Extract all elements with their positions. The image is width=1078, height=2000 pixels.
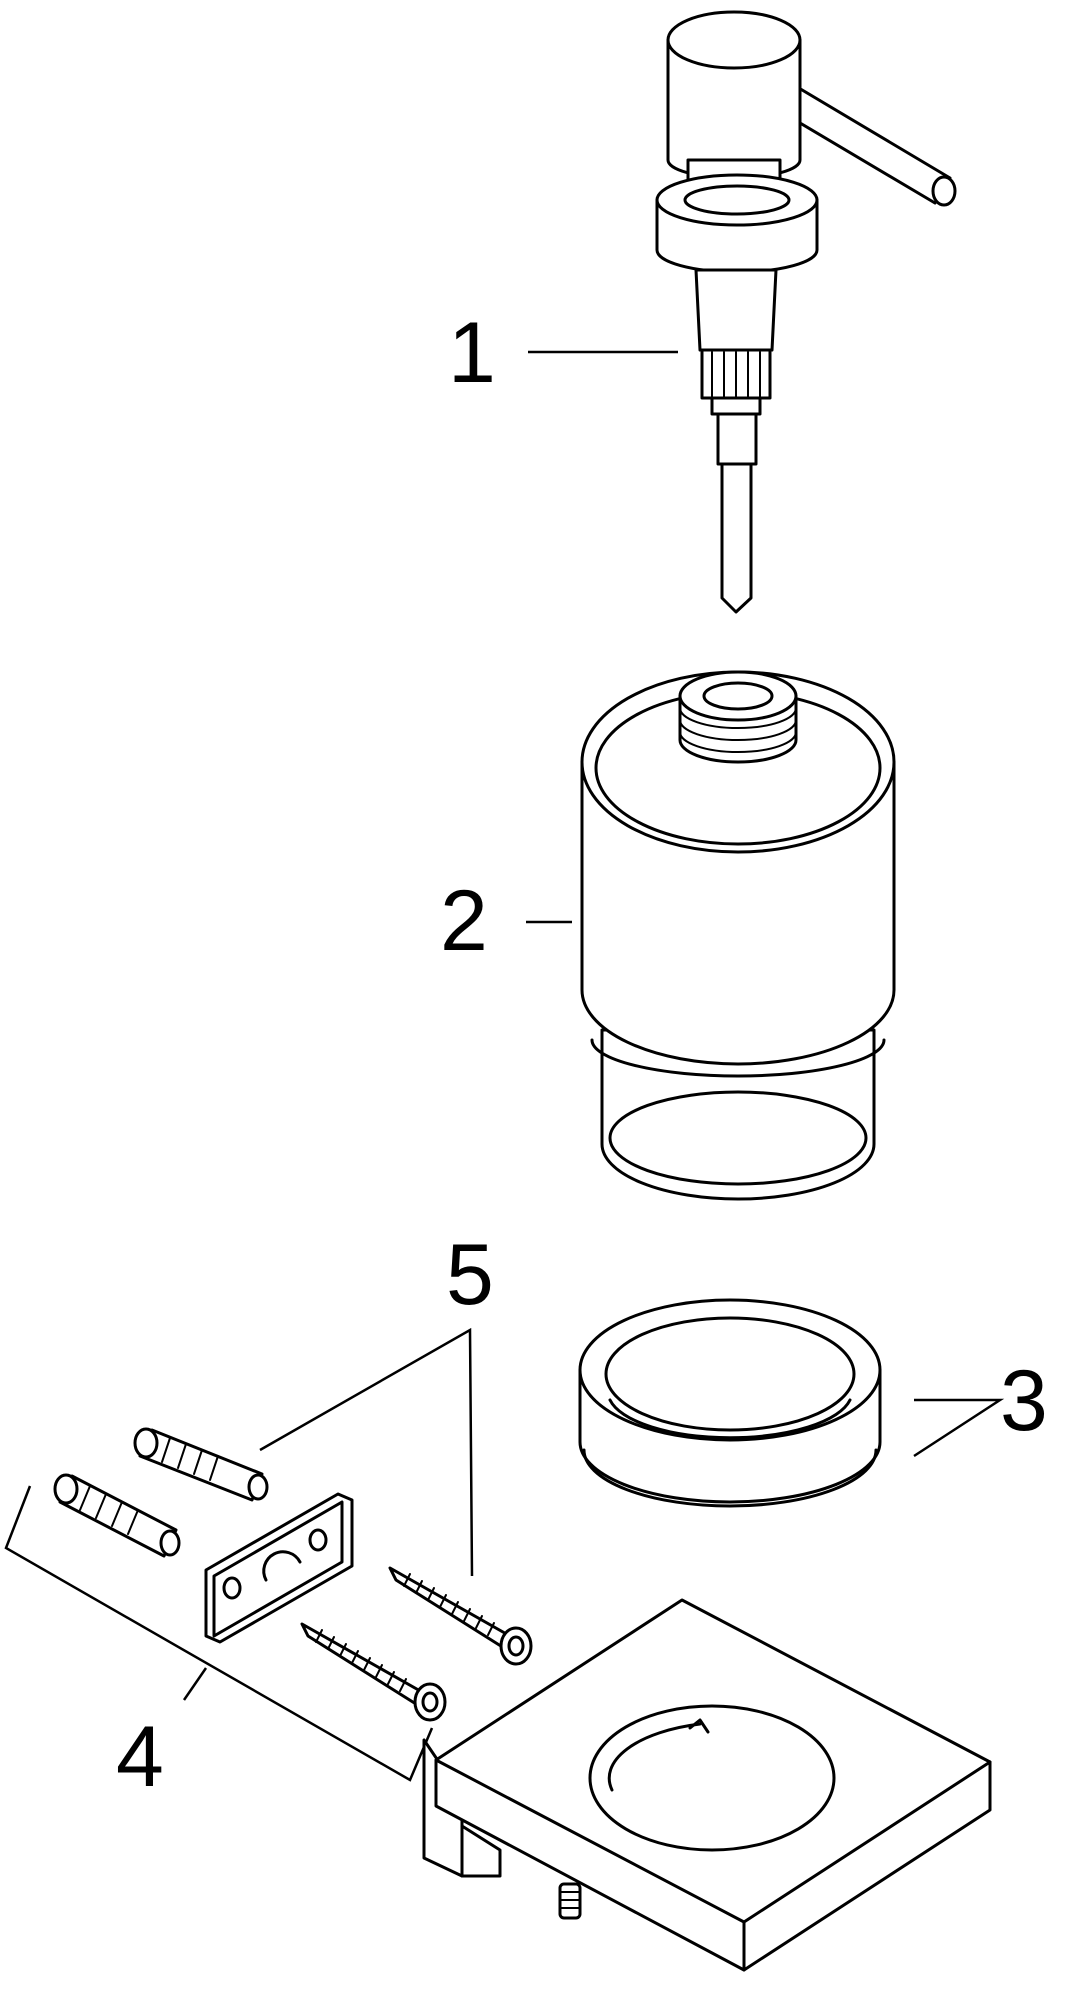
- leader-line-5: [259, 1327, 474, 1577]
- set-screw: [558, 1882, 582, 1920]
- part-5-screws: [300, 1566, 533, 1722]
- callout-5: 5: [446, 1227, 494, 1323]
- callout-2: 2: [440, 873, 488, 969]
- callout-3: 3: [1000, 1353, 1048, 1449]
- wall-mounting-bracket: [204, 1492, 354, 1644]
- leader-line-3: [913, 1398, 1005, 1458]
- part-3-retaining-ring: [578, 1298, 882, 1508]
- leader-bracket-4: [4, 1485, 434, 1782]
- part-4-wall-plugs: [53, 1427, 269, 1558]
- leader-line-4: [182, 1667, 208, 1701]
- callout-1: 1: [448, 305, 496, 401]
- callout-4: 4: [116, 1709, 164, 1805]
- part-2-soap-container: [580, 670, 896, 1201]
- wall-holder-tray: [422, 1598, 992, 1972]
- part-1-soap-pump: [655, 10, 957, 614]
